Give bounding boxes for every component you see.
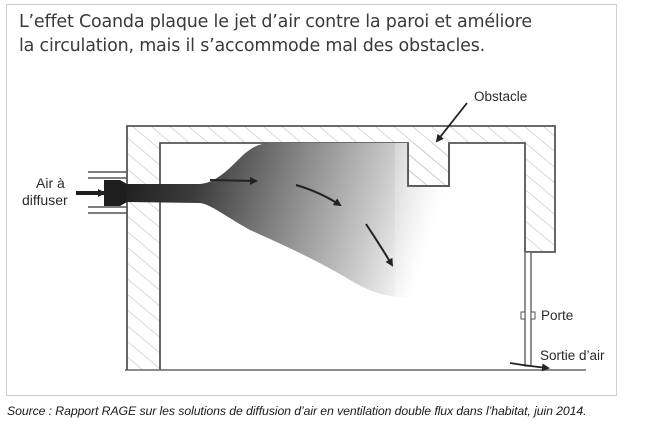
flow-arrows	[209, 176, 394, 267]
label-air-in-2: diffuser	[22, 192, 68, 208]
figure-heading: L’effet Coanda plaque le jet d’air contr…	[19, 10, 579, 58]
inlet-duct	[88, 171, 127, 214]
arrow-down-icon	[365, 223, 394, 267]
heading-line-1: L’effet Coanda plaque le jet d’air contr…	[19, 12, 532, 32]
outlet-arrow-icon	[509, 362, 550, 372]
label-door: Porte	[541, 308, 573, 323]
heading-line-2: la circulation, mais il s’accommode mal …	[19, 36, 485, 56]
arrow-down-right-icon	[295, 184, 342, 207]
label-obstacle: Obstacle	[474, 89, 527, 104]
arrow-right-icon	[209, 176, 258, 185]
obstacle-pointer-icon	[435, 102, 468, 143]
label-air-out: Sortie d’air	[540, 348, 605, 363]
door-hinge-icon	[520, 311, 526, 320]
source-caption: Source : Rapport RAGE sur les solutions …	[7, 404, 587, 418]
label-air-in-1: Air à	[36, 175, 65, 191]
air-jet-plume	[127, 143, 453, 297]
door	[520, 251, 536, 367]
